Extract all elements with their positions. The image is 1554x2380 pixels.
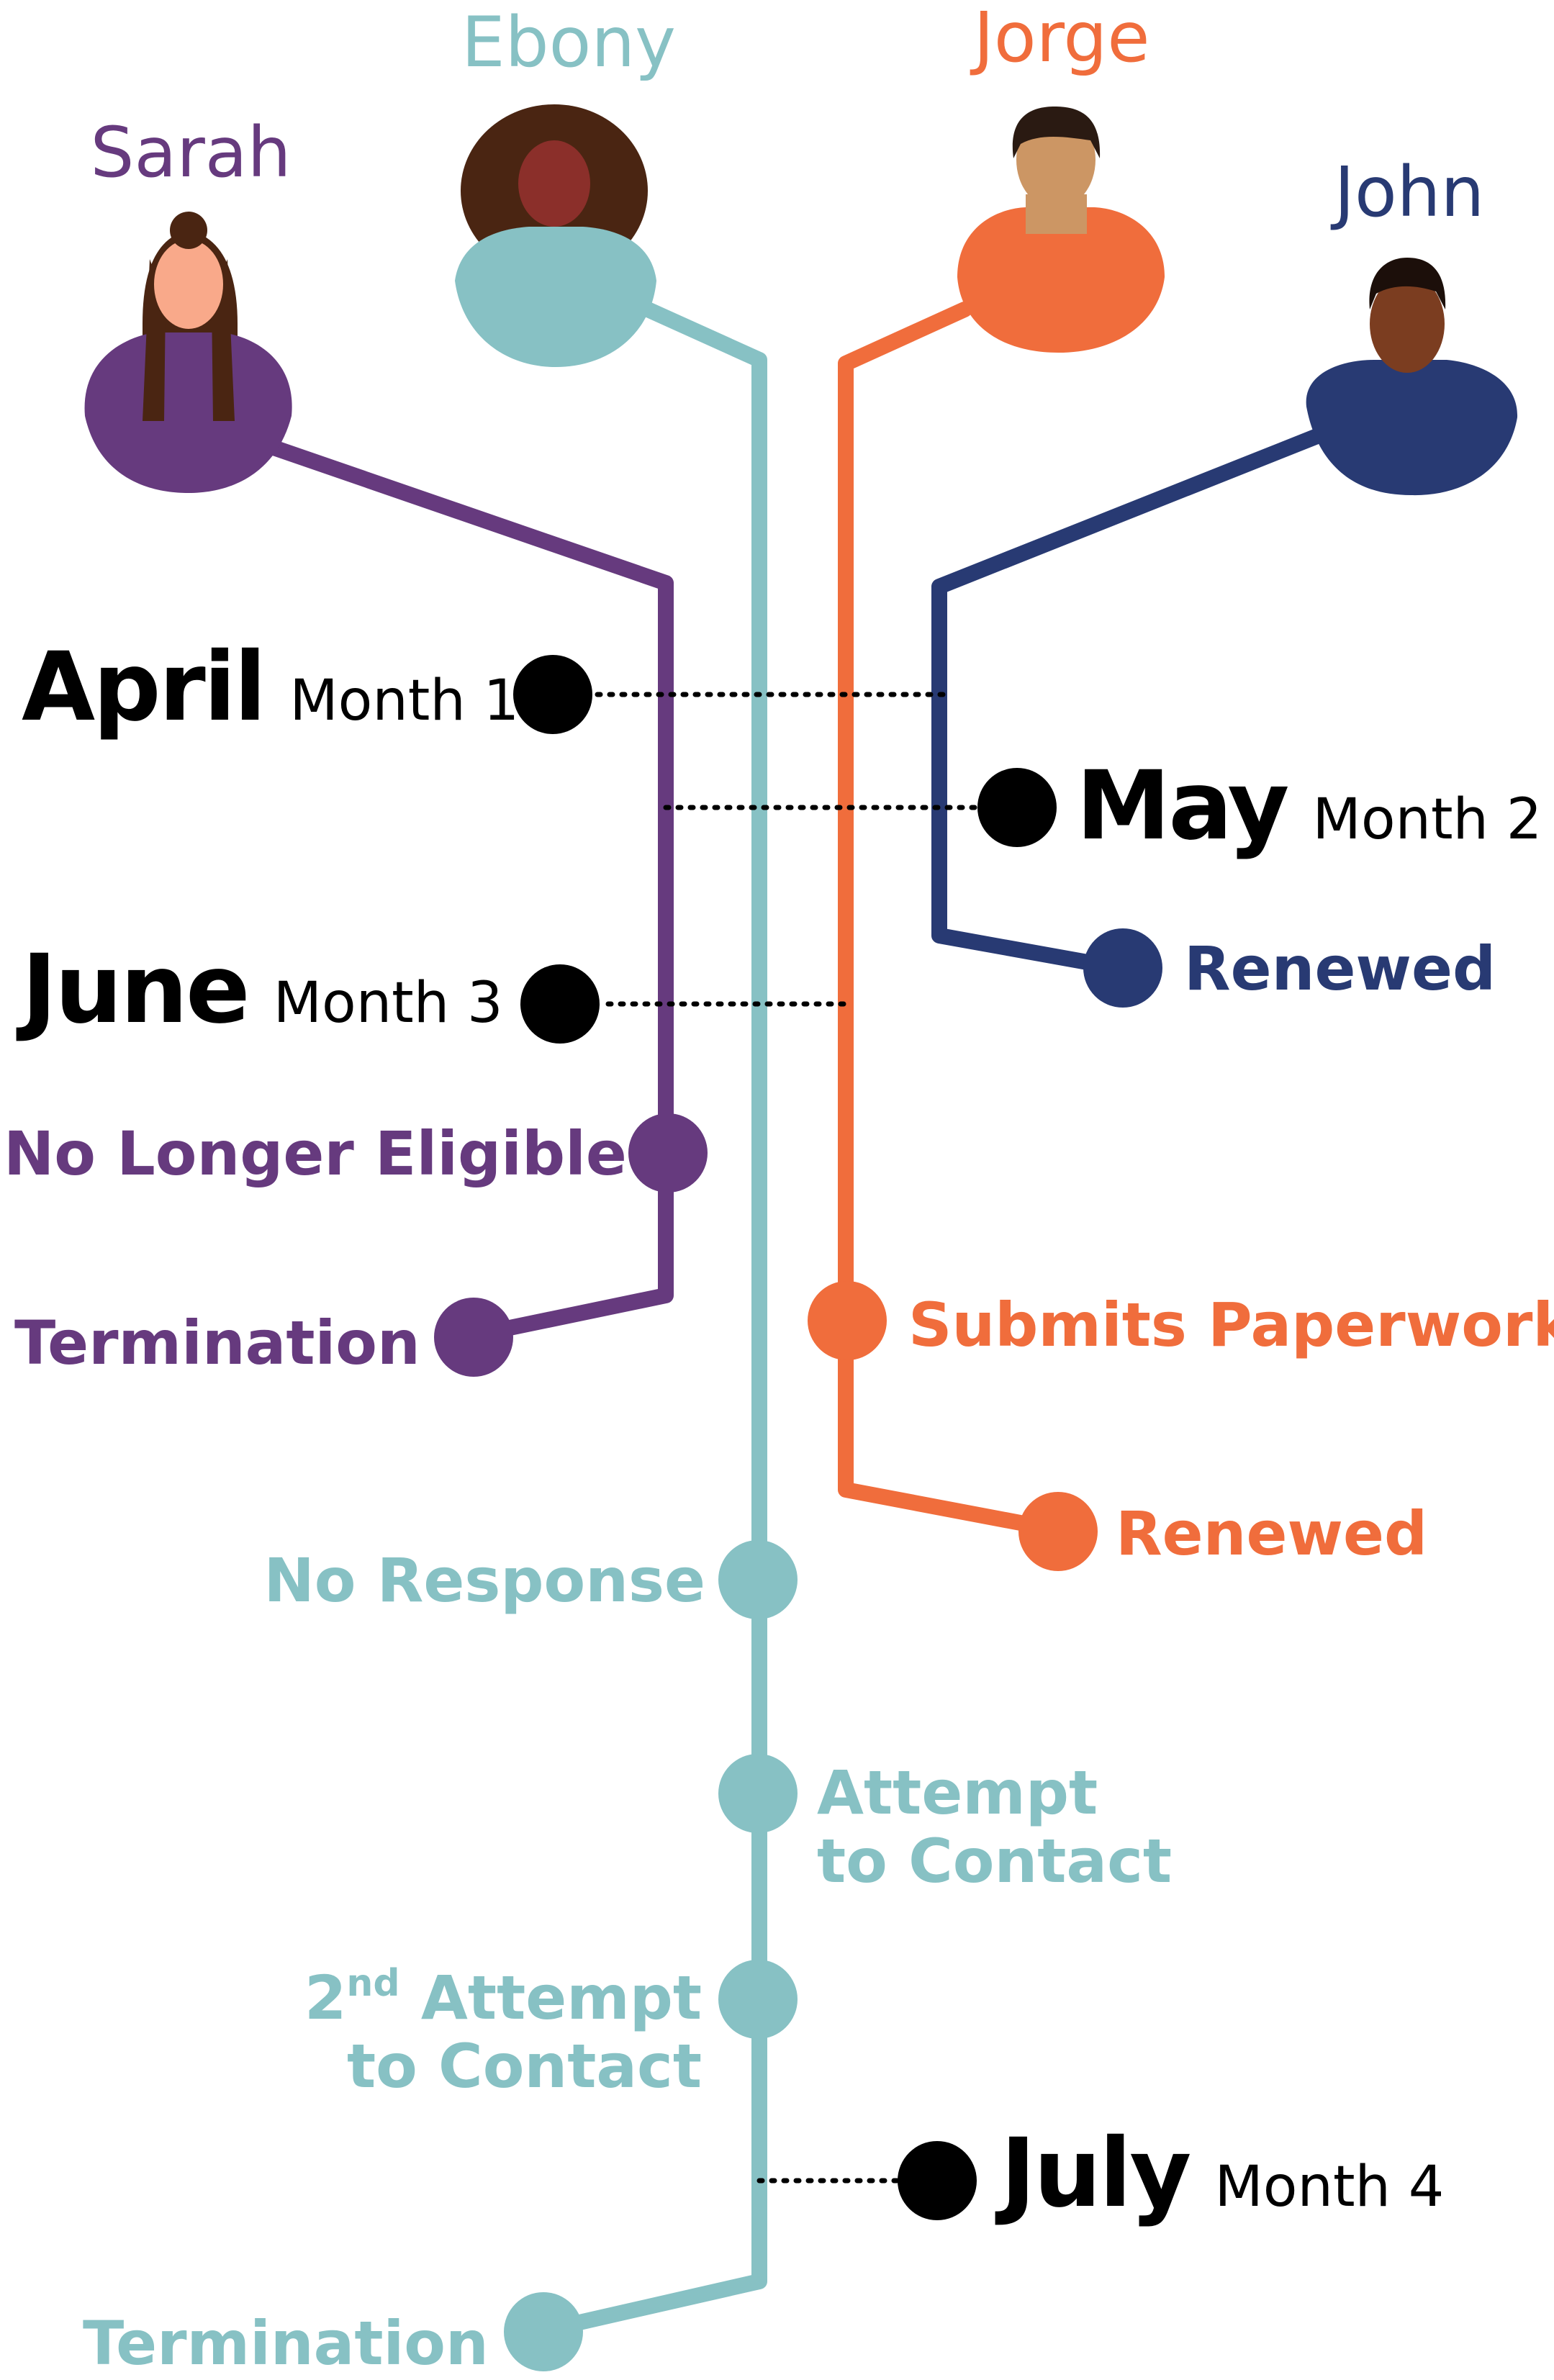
april-label: April Month 1 xyxy=(22,632,519,743)
john-renewed-dot xyxy=(1083,928,1162,1008)
jorge-avatar xyxy=(957,107,1165,353)
sarah-no-longer-eligible-dot xyxy=(628,1113,708,1193)
ebony-second-attempt-suffix: nd xyxy=(346,1962,399,2005)
month-connectors xyxy=(595,692,982,2184)
april-dot xyxy=(513,655,592,734)
ebony-body xyxy=(455,227,656,367)
july-name: July xyxy=(995,2118,1190,2229)
ebony-no-response-dot xyxy=(718,1540,798,1619)
jorge-path xyxy=(838,302,1062,1537)
ebony-no-response-label: No Response xyxy=(263,1545,705,1616)
ebony-second-attempt-label-1: 2nd Attempt xyxy=(304,1962,702,2033)
ebony-avatar xyxy=(455,104,656,367)
ebony-face xyxy=(518,140,590,227)
john-path xyxy=(931,424,1336,976)
sarah-no-longer-eligible-label: No Longer Eligible xyxy=(4,1118,627,1189)
sarah-hair-front xyxy=(143,259,235,421)
john-hair xyxy=(1369,258,1446,309)
july-label: July Month 4 xyxy=(995,2118,1444,2229)
john-renewed-label: Renewed xyxy=(1184,933,1496,1004)
june-dot xyxy=(520,964,600,1044)
sarah-body xyxy=(84,332,292,493)
jorge-submits-paperwork-dot xyxy=(808,1281,887,1360)
jorge-renewed-dot xyxy=(1018,1492,1098,1571)
john-name: John xyxy=(1331,152,1485,232)
ebony-second-attempt-dot xyxy=(718,1960,798,2039)
ebony-path xyxy=(546,302,767,2336)
sarah-face xyxy=(154,240,223,329)
ebony-attempt-label-2: to Contact xyxy=(817,1826,1172,1896)
jorge-submits-paperwork-label: Submits Paperwork xyxy=(908,1290,1554,1360)
sarah-termination-label: Termination xyxy=(14,1308,420,1378)
john-face xyxy=(1370,275,1445,373)
ebony-attempt-dot xyxy=(718,1754,798,1833)
ebony-attempt-label-1: Attempt xyxy=(817,1757,1098,1828)
april-sub: Month 1 xyxy=(289,669,519,733)
jorge-name: Jorge xyxy=(970,0,1150,78)
ebony-termination-dot xyxy=(504,2292,583,2371)
sarah-path xyxy=(251,435,674,1343)
july-dot xyxy=(898,2141,977,2220)
june-sub: Month 3 xyxy=(274,971,503,1036)
jorge-hair xyxy=(1012,107,1101,158)
july-sub: Month 4 xyxy=(1214,2155,1444,2220)
ebony-name: Ebony xyxy=(461,2,676,83)
may-label: May Month 2 xyxy=(1076,751,1542,861)
sarah-avatar xyxy=(84,212,292,493)
june-name: June xyxy=(16,934,248,1045)
john-body xyxy=(1306,360,1518,496)
may-sub: Month 2 xyxy=(1313,787,1542,852)
may-name: May xyxy=(1076,751,1288,861)
ebony-second-attempt-label-2: to Contact xyxy=(347,2031,702,2101)
jorge-renewed-label: Renewed xyxy=(1116,1498,1427,1569)
ebony-termination-label: Termination xyxy=(83,2308,489,2379)
sarah-name: Sarah xyxy=(91,112,292,193)
sarah-termination-dot xyxy=(434,1298,513,1377)
may-dot xyxy=(977,768,1057,847)
june-label: June Month 3 xyxy=(16,934,503,1045)
jorge-body xyxy=(957,207,1165,353)
april-name: April xyxy=(22,632,264,743)
sarah-hair-bun xyxy=(170,212,207,249)
ebony-second-attempt-number: 2 xyxy=(304,1963,346,2033)
ebony-second-attempt-word: Attempt xyxy=(400,1963,702,2033)
john-avatar xyxy=(1306,258,1518,496)
